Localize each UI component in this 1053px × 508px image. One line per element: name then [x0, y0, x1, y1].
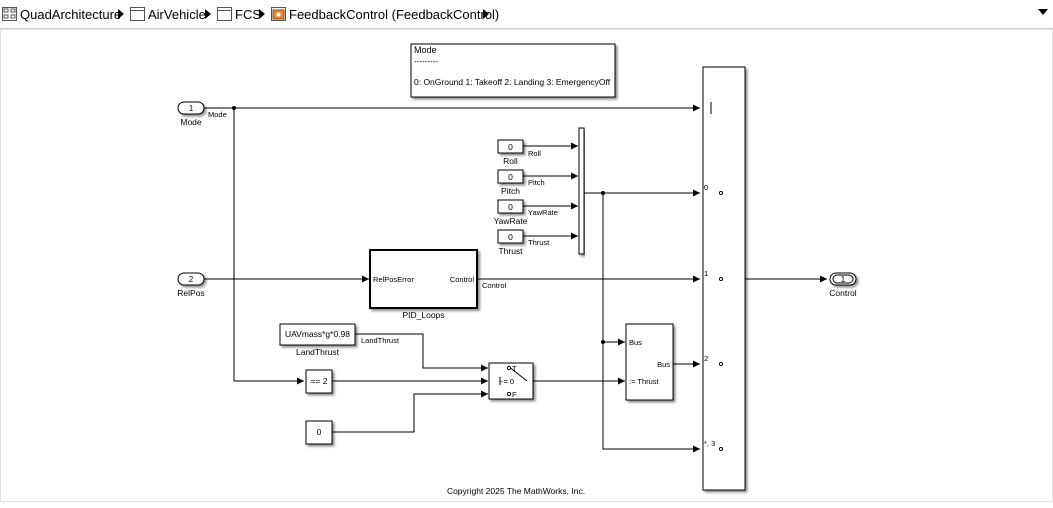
constant-value: 0: [508, 142, 513, 152]
bus-assignment-block[interactable]: Bus Bus := Thrust: [625, 323, 674, 401]
block-name: Thrust: [498, 246, 523, 256]
case-label: 1: [704, 269, 708, 278]
port-label: RelPosError: [373, 275, 414, 284]
constant-value: 0: [508, 172, 513, 182]
breadcrumb-item-feedbackcontrol[interactable]: FeedbackControl (FeedbackControl): [271, 4, 499, 24]
outport-number: 1: [841, 275, 846, 284]
signal-label-yawrate[interactable]: YawRate: [528, 208, 558, 217]
diagram-canvas[interactable]: Mode --------- 0: OnGround 1: Takeoff 2:…: [0, 29, 1053, 502]
signal-mux-to-case3[interactable]: [602, 193, 700, 453]
constant-zero-block[interactable]: 0: [305, 420, 333, 445]
model-reference-icon: [271, 7, 286, 21]
compare-value: == 2: [310, 376, 327, 386]
port-label: := Thrust: [629, 377, 660, 386]
multiport-switch-block[interactable]: 0 1 2 *, 3: [702, 66, 746, 491]
signal-label-roll[interactable]: Roll: [528, 149, 541, 158]
case-label: *, 3: [704, 439, 715, 448]
breadcrumb-item-airvehicle[interactable]: AirVehicle: [130, 4, 206, 24]
breadcrumb-item-quadarchitecture[interactable]: QuadArchitecture: [2, 4, 121, 24]
block-name: Mode: [180, 117, 202, 127]
port-label: ~= 0: [499, 377, 514, 386]
signal-lines: [204, 104, 827, 453]
block-name: PID_Loops: [402, 310, 444, 320]
block-name: Pitch: [501, 186, 520, 196]
breadcrumb-separator-icon: [205, 9, 211, 19]
breadcrumb-separator-icon: [118, 9, 124, 19]
signal-zero[interactable]: [332, 390, 488, 433]
signal-label-pitch[interactable]: Pitch: [528, 178, 545, 187]
port-label: Bus: [629, 338, 642, 347]
annotation-divider: ---------: [414, 57, 438, 66]
port-label: Bus: [657, 360, 670, 369]
constant-value: 0: [508, 202, 513, 212]
annotation-title: Mode: [414, 45, 437, 55]
model-icon: [2, 7, 17, 21]
constant-value: UAVmass*g*0.98: [285, 329, 350, 339]
breadcrumb-item-fcs[interactable]: FCS: [217, 4, 261, 24]
breadcrumb-label: FeedbackControl (FeedbackControl): [289, 6, 500, 22]
block-name: Control: [829, 288, 857, 298]
subsystem-icon: [217, 7, 232, 21]
compare-to-constant-block[interactable]: == 2: [305, 369, 333, 394]
chevron-down-icon[interactable]: [1038, 9, 1048, 15]
inport-number: 2: [189, 275, 194, 284]
constant-yawrate-block[interactable]: 0 YawRate: [494, 199, 528, 226]
block-name: LandThrust: [296, 347, 340, 357]
signal-label-thrust[interactable]: Thrust: [528, 238, 550, 247]
signal-labels: Mode Roll Pitch YawRate Thrust Control L…: [208, 110, 558, 345]
signal-label-mode[interactable]: Mode: [208, 110, 227, 119]
breadcrumb-label: FCS: [235, 6, 261, 22]
signal-landthrust[interactable]: [355, 333, 488, 372]
branch-point: [601, 191, 605, 195]
constant-landthrust-block[interactable]: UAVmass*g*0.98 LandThrust: [279, 323, 356, 357]
constant-roll-block[interactable]: 0 Roll: [497, 139, 524, 166]
branch-point: [601, 340, 605, 344]
signal-label-landthrust[interactable]: LandThrust: [361, 336, 400, 345]
breadcrumb-separator-icon: [483, 9, 489, 19]
annotation-text: 0: OnGround 1: Takeoff 2: Landing 3: Eme…: [414, 77, 611, 87]
subsystem-icon: [130, 7, 145, 21]
mux-block[interactable]: [578, 127, 585, 255]
branch-point: [232, 106, 236, 110]
constant-value: 0: [317, 427, 322, 437]
constant-value: 0: [508, 232, 513, 242]
breadcrumb: QuadArchitecture AirVehicle FCS: [0, 0, 1053, 29]
copyright-text: Copyright 2025 The MathWorks, Inc.: [447, 486, 585, 496]
case-label: 0: [704, 183, 708, 192]
outport-control-block[interactable]: 1 Control: [829, 272, 857, 298]
port-label: F: [512, 390, 517, 399]
constant-thrust-block[interactable]: 0 Thrust: [497, 229, 524, 256]
breadcrumb-separator-icon: [259, 9, 265, 19]
block-name: RelPos: [177, 288, 204, 298]
inport-relpos-block[interactable]: 2 RelPos: [177, 272, 205, 298]
constant-pitch-block[interactable]: 0 Pitch: [497, 169, 524, 196]
breadcrumb-label: QuadArchitecture: [20, 6, 122, 22]
pid-loops-subsystem-block[interactable]: RelPosError Control PID_Loops: [369, 249, 478, 320]
breadcrumb-label: AirVehicle: [148, 6, 206, 22]
port-label: T: [512, 364, 517, 373]
switch-block[interactable]: T ~= 0 F: [488, 362, 534, 400]
case-label: 2: [704, 354, 708, 363]
inport-number: 1: [189, 104, 194, 113]
port-label: Control: [450, 275, 475, 284]
block-diagram: Mode --------- 0: OnGround 1: Takeoff 2:…: [177, 43, 857, 496]
mode-annotation[interactable]: Mode --------- 0: OnGround 1: Takeoff 2:…: [410, 43, 616, 98]
signal-label-control[interactable]: Control: [482, 281, 507, 290]
block-name: YawRate: [494, 216, 528, 226]
inport-mode-block[interactable]: 1 Mode: [177, 101, 205, 127]
block-name: Roll: [503, 156, 518, 166]
